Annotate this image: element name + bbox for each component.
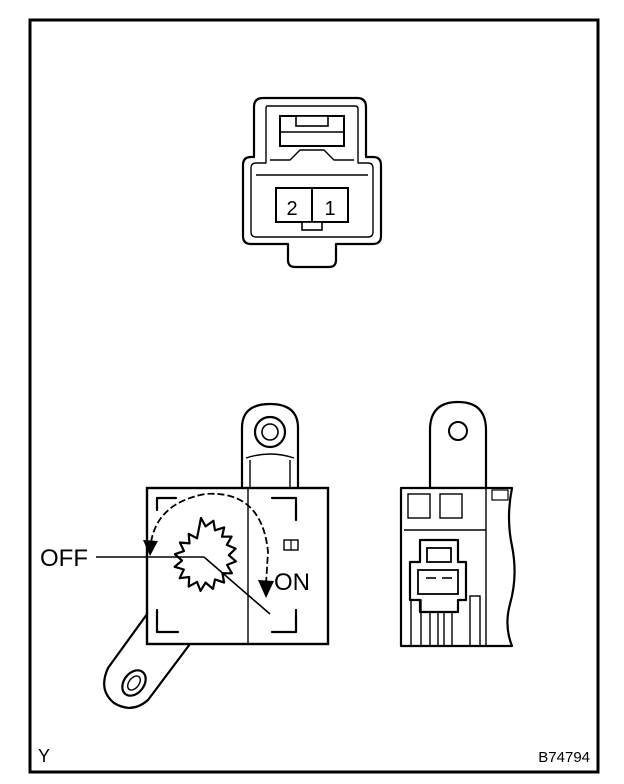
upper-mount-hole-inner xyxy=(261,423,279,441)
connector-face: 2 1 xyxy=(241,96,383,269)
connector-key xyxy=(301,221,323,231)
bracket-tr xyxy=(270,496,298,522)
side-connector-latch xyxy=(426,547,452,563)
bracket-br xyxy=(270,608,298,634)
side-block-3 xyxy=(491,489,509,501)
side-connector-face xyxy=(417,569,459,595)
on-arrow-head xyxy=(258,580,274,598)
off-arrow-head xyxy=(143,540,158,556)
bracket-tl xyxy=(155,496,178,512)
rotation-arc xyxy=(149,492,269,585)
switch-side-view xyxy=(399,400,516,648)
side-leg-4 xyxy=(469,595,481,647)
side-mounting-tab xyxy=(428,400,488,490)
side-block-2 xyxy=(439,493,463,519)
bracket-bl xyxy=(155,608,180,634)
connector-housing xyxy=(241,96,383,269)
on-label: ON xyxy=(274,569,310,596)
upper-tab-fold xyxy=(245,453,295,459)
pin-label-2: 2 xyxy=(286,198,297,220)
side-leg-2 xyxy=(429,611,439,647)
side-leg-3 xyxy=(443,611,453,647)
side-mount-hole xyxy=(448,421,468,441)
splined-rotor xyxy=(173,516,238,592)
view-letter: Y xyxy=(38,746,50,766)
on-leader-line xyxy=(203,556,271,615)
lower-mount-hole-inner xyxy=(126,675,142,691)
connector-lock-ridge xyxy=(270,149,354,161)
figure-code: B74794 xyxy=(538,749,590,766)
off-label: OFF xyxy=(40,545,88,572)
connector-latch-tab xyxy=(295,115,329,127)
side-block-1 xyxy=(407,493,431,519)
connector-inner-outline xyxy=(250,105,374,238)
pin-label-1: 1 xyxy=(324,198,335,220)
figure-frame xyxy=(28,18,600,774)
side-leg-1 xyxy=(410,599,422,647)
upper-mount-hole xyxy=(253,415,287,449)
switch-front-view: OFF ON xyxy=(40,402,330,709)
